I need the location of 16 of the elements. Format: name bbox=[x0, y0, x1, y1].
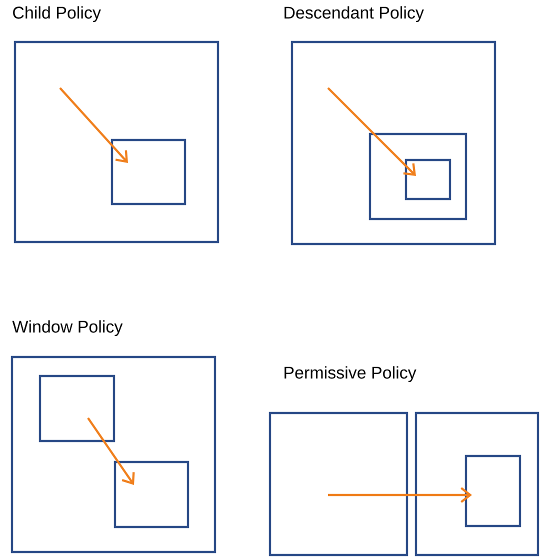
policy-box bbox=[114, 460, 190, 528]
arrow bbox=[328, 487, 472, 503]
policy-box bbox=[464, 454, 522, 528]
policy-box bbox=[110, 138, 186, 206]
panel-title: Permissive Policy bbox=[284, 366, 416, 382]
policy-box bbox=[368, 132, 468, 220]
arrow bbox=[87, 417, 135, 485]
policy-box bbox=[414, 412, 540, 556]
arrow bbox=[59, 87, 128, 163]
policy-box bbox=[404, 158, 452, 200]
policy-box bbox=[38, 374, 116, 442]
panel-title: Descendant Policy bbox=[284, 6, 424, 22]
policy-box bbox=[268, 412, 408, 556]
panel-title: Child Policy bbox=[13, 6, 101, 22]
panel-title: Window Policy bbox=[12, 320, 123, 336]
arrow bbox=[327, 87, 416, 176]
